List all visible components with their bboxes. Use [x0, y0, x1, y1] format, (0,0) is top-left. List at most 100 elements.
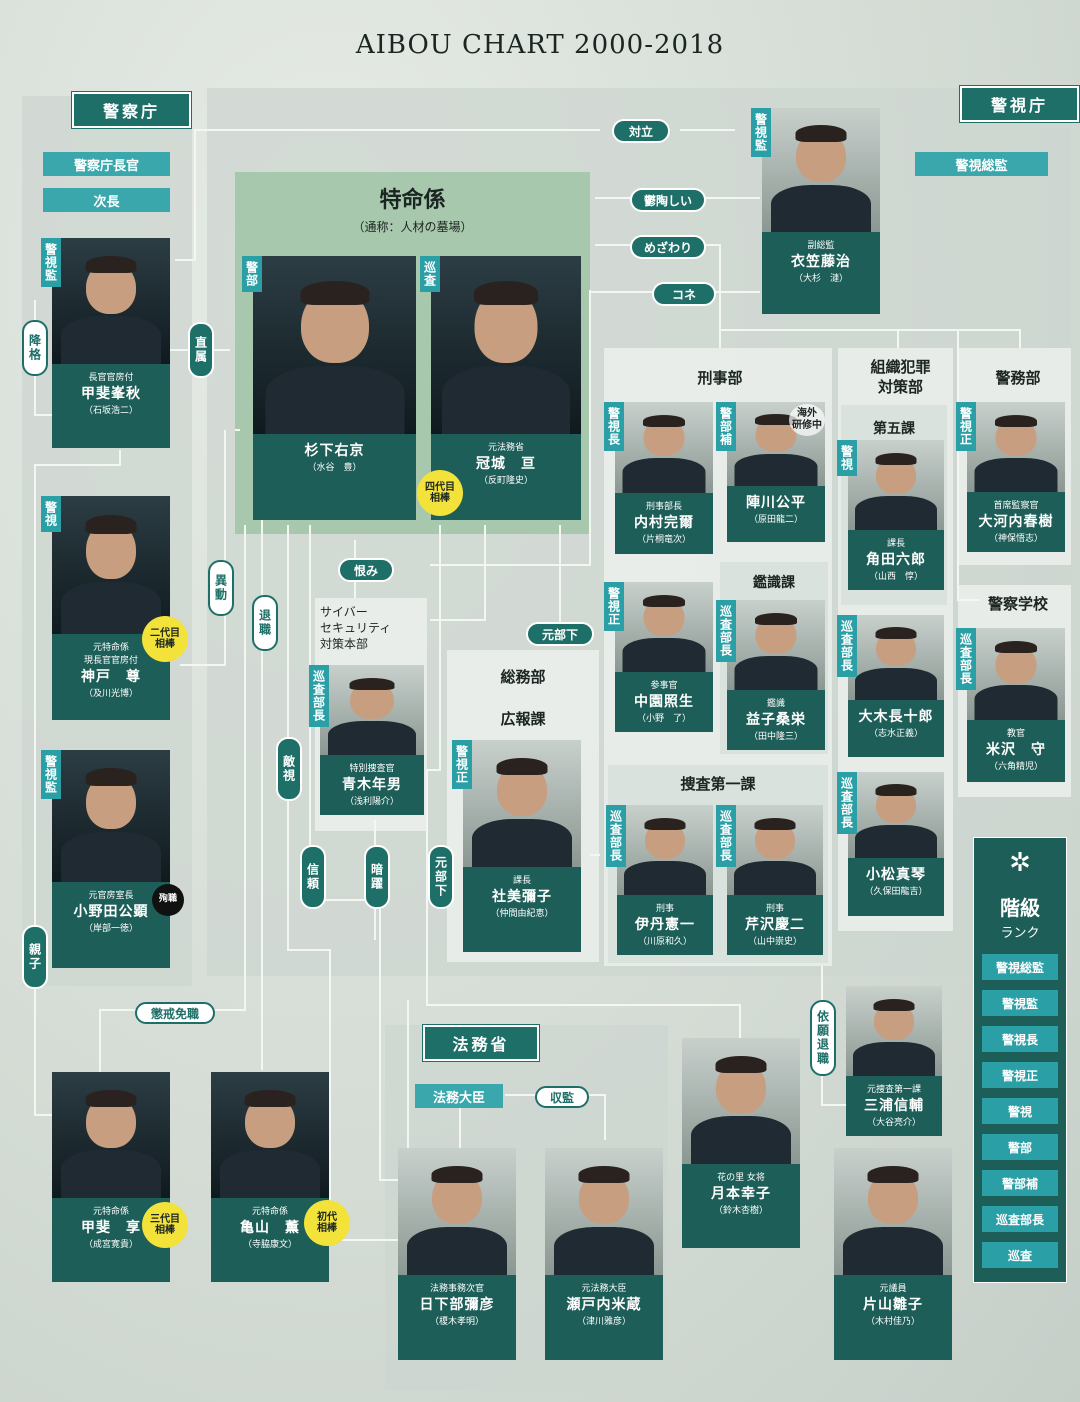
person-actor: （山中崇史） [747, 937, 802, 947]
person-name: 甲斐 享 [81, 1220, 141, 1236]
person-card-onoda: 元官房室長 小野田公顕 （岸部一徳） [52, 750, 170, 968]
person-actor: （原田龍二） [748, 515, 803, 525]
person-name: 益子桑栄 [746, 712, 806, 728]
portrait-photo [463, 740, 581, 867]
rank-tag: 警視監 [751, 108, 771, 157]
rel-kankan: 収監 [535, 1086, 589, 1108]
person-card-okochi: 首席監察官 大河内春樹 （神保悟志） [967, 402, 1065, 552]
person-actor: （山西 惇） [868, 572, 923, 582]
chart-title: AIBOU CHART 2000-2018 [355, 30, 725, 60]
person-card-nakazono: 参事官 中園照生 （小野 了） [615, 582, 713, 732]
person-actor: （仲間由紀恵） [490, 909, 554, 919]
person-actor: （津川雅彦） [576, 1317, 631, 1327]
partner-badge: 殉職 [152, 884, 184, 916]
rank-tag: 警視 [41, 496, 61, 532]
cyber-heading: サイバー セキュリティ 対策本部 [320, 605, 392, 652]
rank-legend-item: 警視正 [982, 1062, 1058, 1088]
portrait-photo [52, 238, 170, 364]
person-name: 内村完爾 [634, 515, 694, 531]
person-card-tsukimoto: 花の里 女将 月本幸子 （鈴木杏樹） [682, 1038, 800, 1248]
rank-tag: 巡査部長 [716, 600, 736, 662]
person-name: 日下部彌彦 [419, 1297, 495, 1313]
rel-irai: 依願退職 [810, 1000, 836, 1076]
rank-tag: 警視 [837, 440, 857, 476]
person-actor: （六角精児） [988, 762, 1043, 772]
person-actor: （木村佳乃） [865, 1317, 920, 1327]
person-role: 元官房室長 [88, 891, 134, 901]
person-card-kinugasa: 副総監 衣笠藤治 （大杉 漣） [762, 108, 880, 314]
portrait-photo [967, 402, 1065, 492]
rank-tag: 巡査部長 [837, 615, 857, 677]
somu-heading: 総務部 [500, 668, 546, 686]
rel-shinrai: 信頼 [300, 845, 326, 909]
portrait-photo [848, 615, 944, 700]
rank-legend-subtitle: ランク [1000, 926, 1040, 941]
portrait-photo [846, 986, 942, 1076]
person-actor: （神保悟志） [988, 534, 1043, 544]
portrait-photo [617, 805, 713, 895]
rank-legend-item: 警部 [982, 1134, 1058, 1160]
partner-badge: 四代目 相棒 [417, 470, 463, 516]
rank-tag: 警視正 [452, 740, 472, 789]
person-role: 課長 [886, 539, 905, 549]
person-card-miura: 元捜査第一課 三浦信輔 （大谷亮介） [846, 986, 942, 1136]
rank-legend-item: 警視総監 [982, 954, 1058, 980]
person-card-katayama: 元議員 片山雛子 （木村佳乃） [834, 1148, 952, 1360]
rank-legend-item: 巡査 [982, 1242, 1058, 1268]
jicho-post: 次長 [43, 188, 170, 212]
person-actor: （大杉 漣） [793, 274, 848, 284]
person-card-kabuto: 元法務省 冠城 亘 （反町隆史） [431, 256, 581, 520]
person-name: 片山雛子 [863, 1297, 923, 1313]
portrait-photo [727, 805, 823, 895]
tokumei-title: 特命係 [379, 187, 446, 213]
person-role: 首席監察官 [993, 501, 1039, 511]
person-name: 青木年男 [342, 777, 402, 793]
person-card-yonezawa: 教官 米沢 守 （六角精児） [967, 628, 1065, 782]
person-card-sugishita: 杉下右京 （水谷 豊） [253, 256, 416, 520]
person-role: 法務事務次官 [429, 1284, 484, 1294]
rel-kone: コネ [652, 282, 716, 306]
rel-ido: 異動 [208, 560, 234, 616]
person-actor: （反町隆史） [478, 476, 533, 486]
partner-badge: 初代 相棒 [304, 1200, 350, 1246]
person-actor: （川原和久） [637, 937, 692, 947]
portrait-photo [967, 628, 1065, 720]
person-actor: （岸部一徳） [83, 924, 138, 934]
portrait-photo [615, 582, 713, 672]
person-name: 杉下右京 [304, 443, 365, 459]
person-actor: （水谷 豊） [307, 463, 362, 473]
rel-motobuka-v: 元部下 [428, 845, 454, 909]
chokan-post: 警察庁長官 [43, 152, 170, 176]
rank-legend: ✲ 階級 ランク 警視総監警視監警視長警視正警視警部警部補巡査部長巡査 [973, 837, 1067, 1283]
keishisokan-post: 警視総監 [915, 152, 1048, 176]
rel-motobuka-h: 元部下 [526, 622, 594, 646]
person-name: 月本幸子 [711, 1186, 771, 1202]
portrait-photo [253, 256, 416, 434]
person-name: 神戸 尊 [81, 669, 141, 685]
person-card-kakuda: 課長 角田六郎 （山西 惇） [848, 440, 944, 590]
person-role: 元特命係 [92, 1207, 129, 1217]
rel-kokaku: 降格 [22, 320, 48, 376]
portrait-photo [320, 665, 424, 755]
rel-anyaku: 暗躍 [364, 845, 390, 909]
rank-tag: 警視長 [604, 402, 624, 451]
person-name: 米沢 守 [986, 742, 1046, 758]
person-actor: （石坂浩二） [83, 406, 138, 416]
portrait-photo [682, 1038, 800, 1164]
portrait-photo [545, 1148, 663, 1275]
rank-tag: 警視監 [41, 750, 61, 799]
person-name: 小松真琴 [866, 867, 926, 883]
rank-legend-item: 警視長 [982, 1026, 1058, 1052]
rel-oyako: 親子 [22, 925, 48, 989]
overseas-note: 海外 研修中 [789, 404, 825, 436]
sosa1-heading: 捜査第一課 [680, 775, 756, 793]
person-actor: （大谷亮介） [866, 1118, 921, 1128]
person-card-itami: 刑事 伊丹憲一 （川原和久） [617, 805, 713, 955]
gakko-heading: 警察学校 [987, 595, 1048, 613]
person-role: 副総監 [807, 241, 835, 251]
person-name: 角田六郎 [866, 552, 926, 568]
partner-badge: 三代目 相棒 [142, 1202, 188, 1248]
tokumei-subtitle: （通称：人材の墓場） [352, 220, 473, 234]
rank-legend-item: 巡査部長 [982, 1206, 1058, 1232]
person-card-masuko: 鑑識 益子桑栄 （田中隆三） [727, 600, 825, 750]
